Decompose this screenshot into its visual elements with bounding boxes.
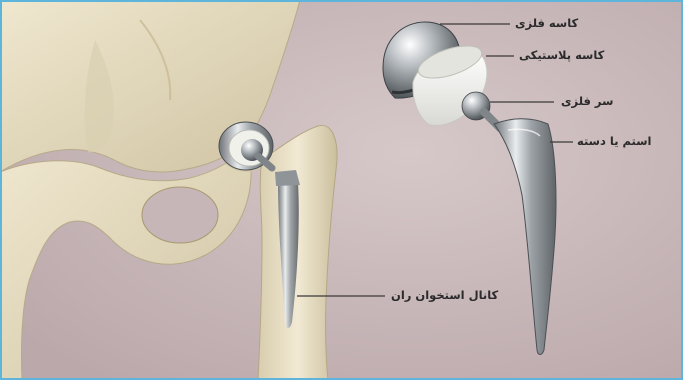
label-plastic-liner: کاسه پلاستیکی bbox=[519, 48, 604, 62]
implanted-joint bbox=[219, 122, 273, 170]
label-stem: استم یا دسته bbox=[577, 134, 652, 148]
label-femoral-canal: کانال استخوان ران bbox=[391, 288, 498, 302]
label-metal-cup: کاسه فلزی bbox=[515, 16, 578, 30]
label-metal-head: سر فلزی bbox=[561, 94, 613, 108]
